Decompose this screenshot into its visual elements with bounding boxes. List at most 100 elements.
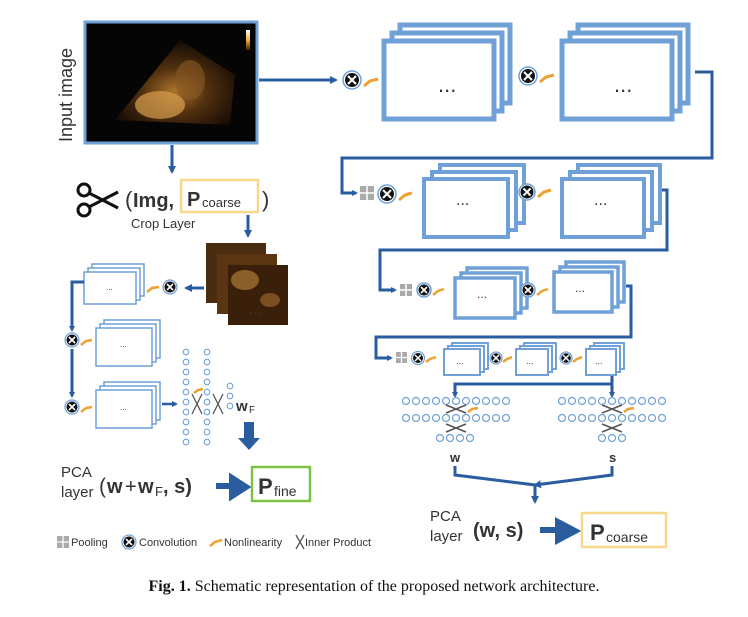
ellipsis-row3b: ... [575, 281, 585, 295]
nonlinearity-w [467, 406, 479, 413]
conv-op-row4b [489, 351, 503, 365]
w-head-neurons [401, 396, 511, 443]
figure-caption: Fig. 1. Schematic representation of the … [0, 578, 748, 596]
coarse-pca-formula: (w, s) [473, 520, 523, 542]
arrow-row1-to-row2 [340, 70, 714, 196]
feature-maps-fine3 [95, 381, 161, 429]
conv-op-row4c [559, 351, 573, 365]
legend-pooling-label: Pooling [71, 537, 108, 549]
arrow-wf-down [238, 422, 260, 450]
p-coarse-box [580, 511, 668, 549]
feature-maps-row2b [560, 163, 662, 239]
conv-op-fine3 [64, 399, 80, 415]
feature-maps-row4a [443, 342, 489, 376]
p-fine-main: P [258, 474, 273, 499]
fine-pca-plus: + [125, 476, 137, 498]
arrow-to-w-head [452, 376, 614, 398]
fine-pca-wf-sub: F [155, 484, 163, 499]
nonlinearity-row3b [536, 287, 549, 296]
ellipsis-fine3: ... [120, 403, 127, 412]
p-fine-sub: fine [274, 483, 297, 499]
ellipsis-row1a: ... [438, 72, 456, 97]
feature-maps-row1a [381, 22, 513, 122]
feature-maps-fine1 [83, 263, 145, 305]
legend-convolution-icon [121, 534, 137, 550]
nonlinearity-row4c [572, 355, 583, 363]
ellipsis-row2a: ... [456, 192, 469, 209]
cropped-patches [206, 243, 288, 325]
ellipsis-row4c: ... [595, 356, 603, 366]
scissors-icon [76, 182, 119, 218]
crop-close-paren: ) [262, 187, 269, 212]
inner-product-s1 [601, 404, 623, 414]
inner-product-w1 [445, 404, 467, 414]
conv-op-row2b [518, 183, 536, 201]
nonlinearity-row3a [432, 287, 445, 296]
nonlinearity-fine2 [80, 338, 93, 346]
nonlinearity-fine1 [146, 285, 160, 293]
coarse-pca-label-bottom: layer [430, 528, 463, 545]
legend-nonlinearity-label: Nonlinearity [224, 537, 283, 549]
crop-p-main: P [187, 189, 200, 211]
fine-pca-wf-main: w [137, 476, 154, 498]
input-image [83, 20, 259, 145]
fine-pca-open: ( [99, 475, 106, 498]
conv-op-row2a [377, 184, 397, 204]
crop-layer-label: Crop Layer [131, 216, 196, 231]
fine-pca-label-bottom: layer [61, 484, 94, 501]
arrow-row2-to-row3 [378, 188, 669, 293]
conv-op-row3b [520, 282, 536, 298]
conv-op-row1a [342, 70, 362, 90]
nonlinearity-fine3 [80, 405, 93, 413]
input-image-label: Input image [56, 48, 76, 142]
ellipsis-fine1: ... [106, 283, 113, 292]
nonlinearity-row4b [502, 355, 513, 363]
conv-op-row3a [416, 282, 432, 298]
feature-maps-row1b [559, 22, 691, 122]
p-coarse-main: P [590, 520, 605, 545]
crop-img-arg: Img, [133, 190, 174, 212]
feature-maps-row4b [515, 342, 557, 376]
arrow-to-p-coarse [540, 517, 582, 545]
wf-label-sub: F [249, 405, 255, 416]
arrow-fine1-to-fine2 [69, 280, 84, 332]
ellipsis-fine2: ... [120, 340, 127, 349]
nonlinearity-row1a [363, 77, 379, 88]
ellipsis-row1b: ... [614, 72, 632, 97]
feature-maps-row3a [453, 266, 529, 320]
caption-text: Schematic representation of the proposed… [194, 578, 600, 595]
legend-inner-product-label: Inner Product [305, 537, 371, 549]
inner-product-fine2 [212, 393, 224, 415]
conv-op-row4a [410, 350, 426, 366]
ellipsis-row3a: ... [477, 287, 487, 301]
s-head-label: s [609, 450, 616, 465]
nonlinearity-s [623, 406, 635, 413]
conv-op-row1b [518, 66, 538, 86]
conv-op-fine2 [64, 332, 80, 348]
legend-nonlinearity-icon [209, 538, 223, 547]
pooling-op-row2 [360, 186, 374, 200]
nonlinearity-row4a [425, 355, 437, 363]
p-coarse-sub: coarse [606, 529, 648, 545]
conv-op-fine1 [162, 279, 178, 295]
feature-maps-row4c [585, 342, 625, 376]
nonlinearity-row1b [539, 73, 555, 84]
arrow-w-to-pca [453, 466, 537, 500]
ellipsis-patches: ... [248, 298, 263, 318]
ellipsis-row4a: ... [456, 356, 464, 366]
nonlinearity-row2b [537, 188, 552, 199]
inner-product-fine1 [191, 393, 203, 415]
legend-inner-product-icon [295, 534, 305, 550]
legend-pooling-icon [57, 536, 69, 548]
inner-product-s2 [601, 423, 623, 433]
w-head-label: w [449, 450, 461, 465]
arrow-to-p-fine [216, 472, 252, 502]
wf-label-main: w [235, 398, 248, 415]
fine-pca-s: , s) [163, 476, 192, 498]
nonlinearity-row2a [398, 191, 413, 202]
p-fine-box [250, 465, 312, 503]
inner-product-w2 [445, 423, 467, 433]
pooling-op-row4 [396, 352, 407, 363]
coarse-pca-label-top: PCA [430, 508, 461, 525]
